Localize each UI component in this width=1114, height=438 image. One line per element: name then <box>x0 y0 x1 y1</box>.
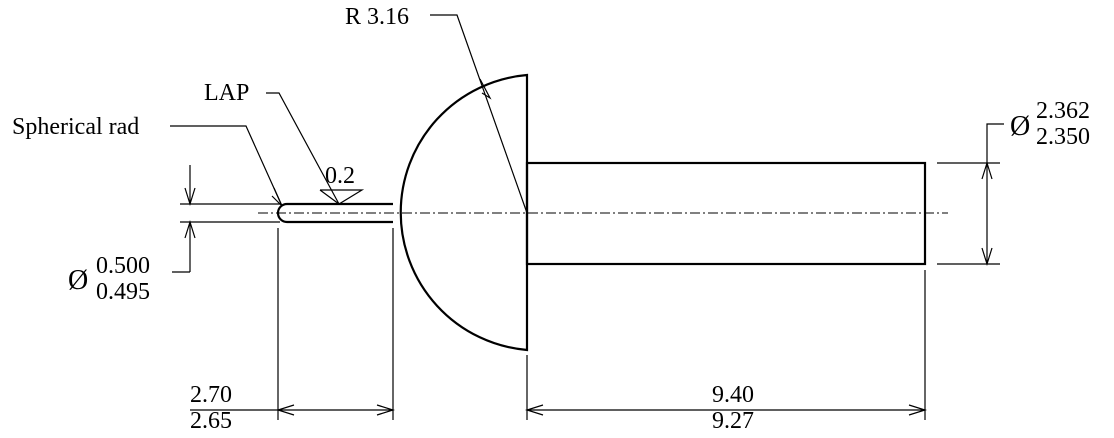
shaft-len-upper: 9.40 <box>712 382 754 408</box>
lap-label: LAP <box>204 80 249 106</box>
shaft-length-dimension <box>524 270 928 420</box>
pin-len-upper: 2.70 <box>190 382 232 408</box>
pin-dia-upper: 0.500 <box>96 253 150 279</box>
shaft-dia-upper: 2.362 <box>1036 98 1090 124</box>
pin-diameter-dimension <box>172 165 280 273</box>
pin-length-dimension <box>190 228 396 420</box>
pin-dia-symbol: Ø <box>68 265 88 296</box>
main-shaft <box>525 161 927 266</box>
shaft-len-lower: 9.27 <box>712 408 754 434</box>
hemisphere-head <box>399 73 529 352</box>
shaft-diameter-dimension <box>937 123 1004 267</box>
spherical-leader <box>170 125 283 207</box>
pin-dia-lower: 0.495 <box>96 279 150 305</box>
shaft-dia-symbol: Ø <box>1010 111 1030 142</box>
finish-value: 0.2 <box>325 163 355 189</box>
pin-len-lower: 2.65 <box>190 408 232 434</box>
surface-finish-symbol <box>319 189 365 205</box>
radius-leader <box>430 14 528 214</box>
shaft-dia-lower: 2.350 <box>1036 124 1090 150</box>
pin-outline <box>276 202 393 224</box>
radius-label: R 3.16 <box>345 4 409 30</box>
lap-leader <box>266 92 340 205</box>
spherical-label: Spherical rad <box>12 114 139 140</box>
